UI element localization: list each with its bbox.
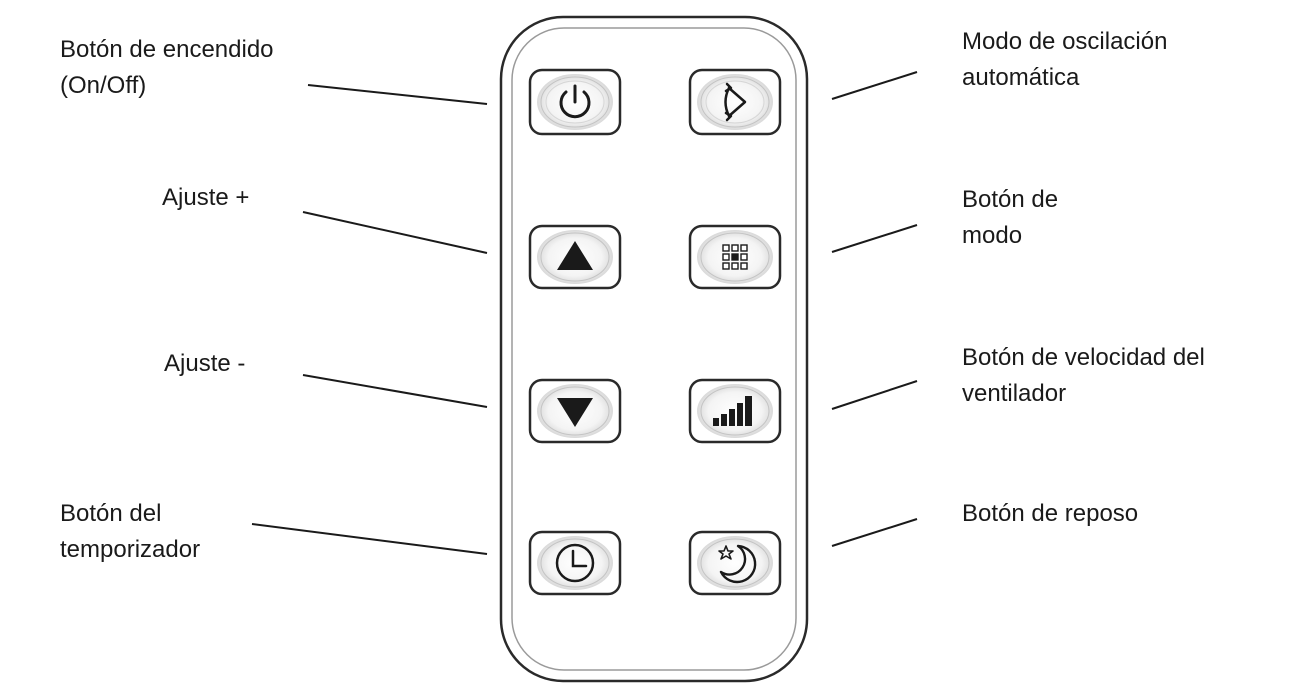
- label-fan-speed-line2: ventilador: [962, 380, 1067, 407]
- leader-line-timer: [251, 523, 488, 555]
- fan-speed-button[interactable]: [688, 378, 782, 444]
- label-oscillation-line2: automática: [962, 64, 1080, 91]
- label-sleep-line1: Botón de reposo: [962, 500, 1139, 527]
- leader-line-oscillation: [831, 71, 918, 100]
- oscillation-button[interactable]: [688, 68, 782, 136]
- label-power-line2: (On/Off): [60, 72, 147, 99]
- label-power-button: Botón de encendido (On/Off): [60, 32, 274, 104]
- sleep-button[interactable]: [688, 530, 782, 596]
- label-minus-line1: Ajuste -: [164, 350, 246, 377]
- mode-button[interactable]: [688, 224, 782, 290]
- label-mode-line1: Botón de: [962, 186, 1059, 213]
- leader-line-sleep: [831, 518, 918, 547]
- label-power-line1: Botón de encendido: [60, 36, 274, 63]
- label-minus-button: Ajuste -: [164, 346, 245, 382]
- label-timer-line2: temporizador: [60, 536, 201, 563]
- leader-line-minus: [302, 374, 488, 408]
- clock-icon: [555, 543, 595, 583]
- leader-line-mode: [831, 224, 918, 253]
- leader-line-plus: [302, 211, 488, 254]
- label-oscillation-line1: Modo de oscilación: [962, 28, 1168, 55]
- label-mode-line2: modo: [962, 222, 1023, 249]
- timer-button[interactable]: [528, 530, 622, 596]
- minus-button[interactable]: [528, 378, 622, 444]
- power-button[interactable]: [528, 68, 622, 136]
- moon-star-icon: [718, 544, 757, 584]
- label-timer-button: Botón del temporizador: [60, 496, 200, 568]
- mode-grid-icon: [722, 244, 748, 270]
- oscillation-icon: [724, 82, 747, 122]
- plus-button[interactable]: [528, 224, 622, 290]
- label-plus-line1: Ajuste +: [162, 184, 250, 211]
- remote-body: [499, 15, 809, 683]
- triangle-up-icon: [557, 241, 593, 270]
- label-mode-button: Botón de modo: [962, 182, 1058, 254]
- power-icon: [559, 84, 591, 119]
- label-oscillation-button: Modo de oscilación automática: [962, 24, 1167, 96]
- triangle-down-icon: [557, 398, 593, 427]
- leader-line-fan: [831, 380, 918, 410]
- label-fan-speed-line1: Botón de velocidad del: [962, 344, 1205, 371]
- label-sleep-button: Botón de reposo: [962, 496, 1138, 532]
- leader-line-power: [307, 84, 488, 105]
- label-plus-button: Ajuste +: [162, 180, 249, 216]
- leader-lines: [251, 71, 918, 555]
- label-fan-speed-button: Botón de velocidad del ventilador: [962, 340, 1205, 412]
- signal-bars-icon: [713, 396, 752, 426]
- label-timer-line1: Botón del: [60, 500, 162, 527]
